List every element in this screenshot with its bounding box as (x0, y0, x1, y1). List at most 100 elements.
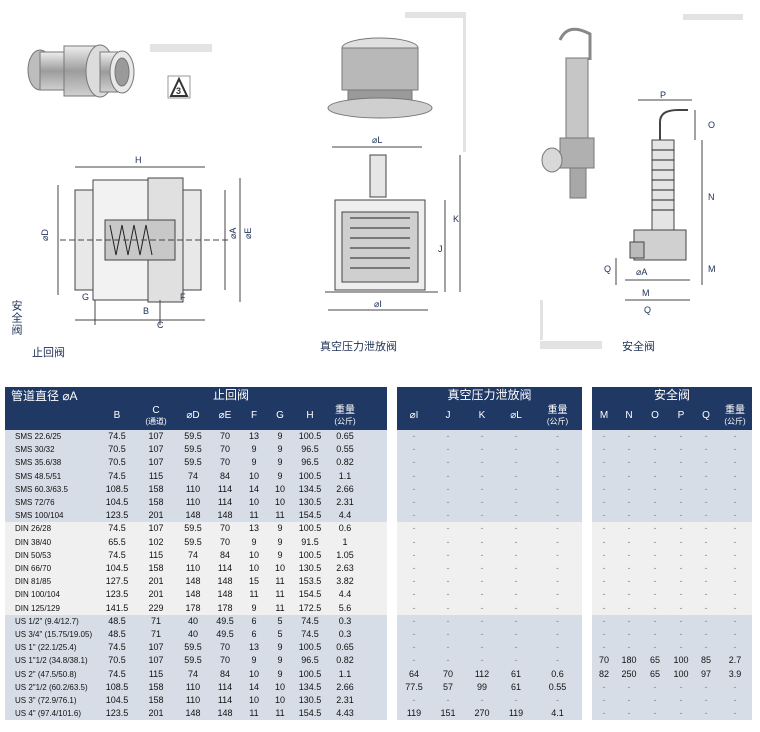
table-cell: 71 (135, 614, 177, 629)
table-cell: - (465, 522, 499, 536)
table-cell: - (592, 456, 616, 470)
table-cell: 172.5 (293, 601, 327, 615)
table-cell: 70 (209, 456, 241, 470)
vacuum-col-4: 重量(公斤) (533, 403, 583, 430)
vacuum-col-label: J (445, 410, 451, 422)
check-col-1: C(通道) (135, 403, 177, 430)
table-cell: - (694, 548, 718, 563)
table-cell: - (499, 694, 533, 708)
table-cell: 74 (177, 469, 209, 483)
table-cell: - (397, 641, 431, 655)
table-cell: 70 (209, 443, 241, 457)
table-cell: 4.4 (327, 588, 364, 602)
table-cell: - (397, 601, 431, 615)
table-cell: - (694, 535, 718, 549)
table-cell: 148 (209, 509, 241, 523)
table-cell: - (642, 680, 668, 695)
decor-bar-5 (540, 300, 543, 340)
table-cell: 104.5 (99, 562, 135, 576)
table-cell: - (533, 535, 583, 549)
table-cell: - (533, 482, 583, 497)
table-cell: 71 (135, 628, 177, 642)
table-cell: 148 (209, 588, 241, 602)
table-row: ------ (592, 707, 753, 721)
decor-bar-6 (540, 341, 602, 349)
dim-Q-left: Q (604, 264, 611, 274)
safety-col-label: O (651, 410, 659, 422)
table-cell: 110 (177, 496, 209, 510)
table-cell: - (718, 522, 753, 536)
table-cell: - (668, 707, 694, 721)
table-cell: - (642, 588, 668, 602)
table-cell: - (668, 509, 694, 523)
table-row: ------ (592, 548, 753, 563)
dim-M-right: M (708, 264, 716, 274)
table-spacer (363, 456, 388, 470)
table-cell: 148 (209, 575, 241, 589)
table-cell: - (533, 469, 583, 483)
table-cell: 11 (267, 575, 293, 589)
table-cell: - (533, 614, 583, 629)
table-cell: - (592, 443, 616, 457)
table-cell: 158 (135, 562, 177, 576)
table-cell: 158 (135, 680, 177, 695)
row-label: DIN 38/40 (5, 535, 99, 549)
table-cell: - (616, 430, 642, 444)
check-col-label: ⌀E (218, 410, 232, 422)
table-cell: 13 (241, 641, 267, 655)
table-row: ------ (592, 535, 753, 549)
table-row: ----- (397, 456, 583, 470)
check-valve-3d-image (27, 44, 135, 98)
table-row: ----- (397, 601, 583, 615)
table-cell: 59.5 (177, 443, 209, 457)
table-row: ----- (397, 548, 583, 563)
table-cell: - (465, 548, 499, 563)
row-label: US 2"1/2 (60.2/63.5) (5, 680, 99, 695)
table-cell: - (668, 443, 694, 457)
table-cell: 0.6 (327, 522, 364, 536)
table-row: ------ (592, 496, 753, 510)
check-col-label: H (306, 410, 314, 422)
safety-col-4: Q (694, 403, 718, 430)
table-cell: - (533, 588, 583, 602)
table-cell: - (431, 694, 465, 708)
table-cell: - (642, 456, 668, 470)
table-cell: 10 (241, 496, 267, 510)
table-cell: - (616, 680, 642, 695)
table-spacer (363, 680, 388, 695)
table-cell: 74.5 (99, 641, 135, 655)
table-cell: - (499, 548, 533, 563)
table-cell: - (718, 614, 753, 629)
dim-K: K (453, 214, 459, 224)
table-cell: 154.5 (293, 588, 327, 602)
table-row: ----- (397, 575, 583, 589)
table-cell: 74.5 (293, 628, 327, 642)
table-cell: - (431, 601, 465, 615)
table-row: ----- (397, 443, 583, 457)
row-label: DIN 100/104 (5, 588, 99, 602)
table-cell: - (642, 535, 668, 549)
vacuum-col-0: ⌀I (397, 403, 431, 430)
table-cell: - (694, 641, 718, 655)
table-cell: - (533, 522, 583, 536)
table-cell: 11 (241, 509, 267, 523)
table-cell: - (642, 548, 668, 563)
table-cell: - (499, 654, 533, 668)
table-cell: 70 (209, 641, 241, 655)
vacuum-col-label: 重量 (547, 405, 568, 416)
table-cell: - (668, 496, 694, 510)
table-cell: - (499, 628, 533, 642)
table-cell: 10 (267, 680, 293, 695)
check-col-label: ⌀D (186, 410, 200, 422)
table-spacer (363, 522, 388, 536)
check-col-7: 重量(公斤) (327, 403, 364, 430)
safety-col-5: 重量(公斤) (718, 403, 753, 430)
table-cell: - (592, 707, 616, 721)
table-cell: 99 (465, 680, 499, 695)
table-cell: 61 (499, 680, 533, 695)
table-cell: - (431, 469, 465, 483)
